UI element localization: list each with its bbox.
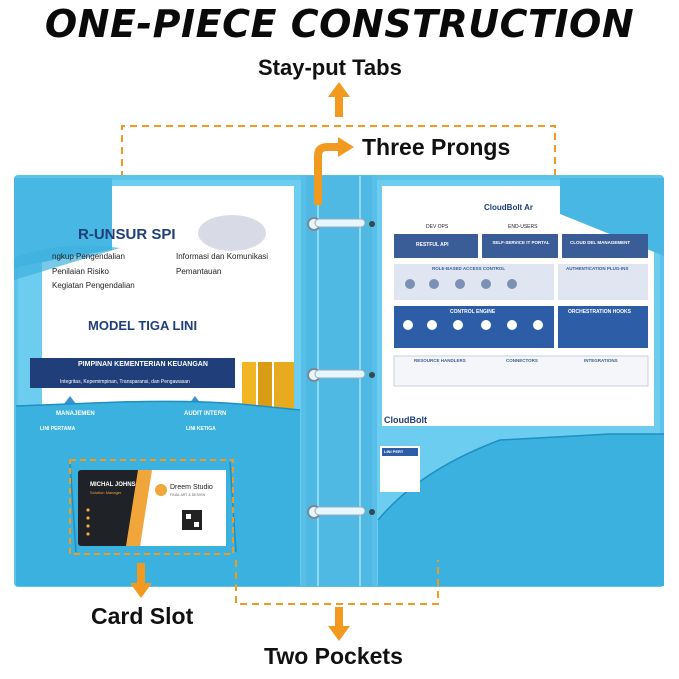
card-brand-sub: FINAL ART & DESIGN	[170, 493, 206, 497]
card-slot-label: Card Slot	[91, 603, 194, 629]
left-sheet-heading: R-UNSUR SPI	[78, 226, 176, 243]
prong-bottom-icon	[307, 505, 375, 519]
authplugins-label: AUTHENTICATION PLUG-INS	[566, 266, 629, 271]
card-brand: Dreem Studio	[170, 484, 213, 491]
card-name: MICHAL JOHNS	[90, 482, 136, 488]
bullet-1: ngkup Pengendalian	[52, 252, 125, 261]
tabs-bracket	[121, 125, 556, 178]
prong-top-icon	[307, 217, 375, 231]
prongs-arrow-icon	[338, 137, 354, 157]
card-role: Solution Manager	[90, 490, 122, 495]
resource-handlers-label: RESOURCE HANDLERS	[414, 358, 466, 363]
pockets-bracket	[235, 560, 439, 605]
integrations-label: INTEGRATIONS	[584, 358, 618, 363]
three-prongs-label: Three Prongs	[362, 134, 511, 160]
left-navy-box	[30, 358, 235, 388]
right-lini-label: LINI PERT	[384, 449, 404, 454]
pockets-arrow-icon	[328, 607, 350, 641]
connectors-label: CONNECTORS	[506, 358, 538, 363]
tabs-arrow-icon	[328, 82, 350, 117]
selfservice-label: SELF-SERVICE IT PORTAL	[492, 240, 550, 245]
audit-label: AUDIT INTERN	[184, 411, 227, 417]
left-box-title: PIMPINAN KEMENTERIAN KEUANGAN	[78, 361, 208, 368]
business-card	[78, 470, 226, 546]
model-title: MODEL TIGA LINI	[88, 318, 198, 333]
restful-label: RESTFUL API	[416, 242, 449, 248]
bullet-5: Pemantauan	[176, 267, 222, 276]
orchestration-label: ORCHESTRATION HOOKS	[568, 309, 631, 315]
manajemen-label: MANAJEMEN	[56, 411, 95, 417]
bullet-3: Kegiatan Pengendalian	[52, 281, 135, 290]
stay-put-tabs-label: Stay-put Tabs	[258, 55, 402, 80]
prong-middle-icon	[307, 368, 375, 382]
page-headline: ONE-PIECE CONSTRUCTION	[44, 2, 635, 46]
left-corner-tab	[14, 178, 112, 268]
devops-label: DEV OPS	[426, 224, 449, 230]
card-arrow-icon	[130, 563, 152, 598]
lini-pertama-label: LINI PERTAMA	[40, 426, 76, 432]
card-slot-outline	[69, 459, 234, 555]
control-engine-label: CONTROL ENGINE	[450, 309, 496, 315]
sheet-decor-shape	[198, 215, 266, 251]
cloudbolt-logo: CloudBolt	[384, 415, 427, 425]
right-sheet-title: CloudBolt Ar	[484, 203, 534, 212]
left-box-subtitle: Integritas, Kepemimpinan, Transparansi, …	[60, 379, 190, 385]
bullet-2: Penilaian Risiko	[52, 267, 109, 276]
cloudmgmt-label: CLOUD DEL MANAGEMENT	[570, 240, 631, 245]
right-pocket	[378, 434, 664, 586]
card-logo-icon	[155, 484, 167, 496]
lini-ketiga-label: LINI KETIGA	[186, 426, 216, 432]
bullet-4: Informasi dan Komunikasi	[176, 252, 269, 261]
endusers-label: END-USERS	[508, 224, 538, 230]
two-pockets-label: Two Pockets	[264, 643, 403, 669]
rbac-label: ROLE-BASED ACCESS CONTROL	[432, 266, 506, 271]
